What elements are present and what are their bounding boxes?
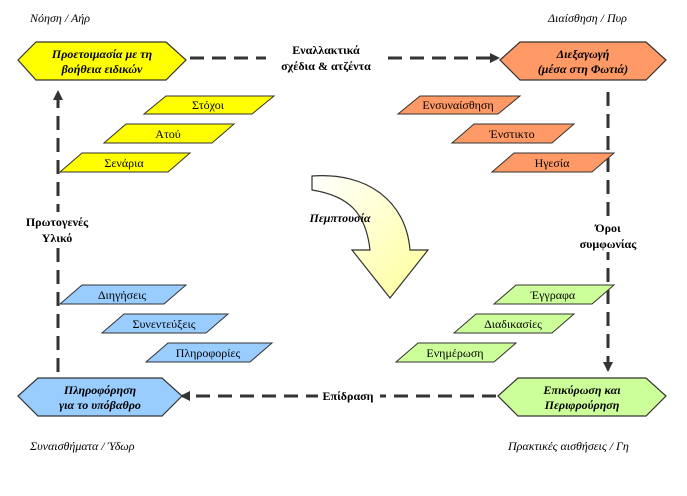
corner-label-top-left: Νόηση / Αήρ: [29, 11, 90, 25]
yellow-item-shape: [58, 152, 192, 173]
hexagon-bottom-left-line2: για το υπόβαθρο: [59, 398, 141, 412]
orange-item-shape: [396, 95, 522, 115]
yellow-item-label: Σενάρια: [104, 156, 144, 170]
hexagon-top-right-line2: (μέσα στη Φωτιά): [538, 62, 628, 76]
orange-item-shape: [450, 123, 576, 144]
yellow-item-shape: [102, 123, 236, 144]
arrow-left-label-line1: Πρωτογενές: [26, 215, 89, 229]
orange-item-shape: [490, 152, 616, 173]
orange-item-label: Ενσυναίσθηση: [422, 98, 493, 112]
green-item-label: Έγγραφα: [530, 288, 576, 302]
corner-label-bottom-left: Συναισθήματα / Ύδωρ: [29, 439, 135, 453]
hexagon-top-right: Διεξαγωγή (μέσα στη Φωτιά): [499, 41, 667, 81]
corner-label-top-right: Διαίσθηση / Πυρ: [547, 11, 627, 25]
hexagon-top-right-shape: [499, 41, 667, 81]
hexagon-bottom-right-line2: Περιφρούρηση: [544, 398, 620, 412]
hexagon-top-left: Προετοιμασία με τη βοήθεια ειδικών: [17, 41, 187, 81]
arrow-left-label-line2: Υλικό: [42, 231, 73, 245]
arrow-top-label-line1: Εναλλακτικά: [292, 43, 360, 57]
arrow-right-label-bg: [572, 218, 646, 252]
corner-label-bottom-right: Πρακτικές αισθήσεις / Γη: [507, 439, 629, 453]
hexagon-top-left-line2: βοήθεια ειδικών: [61, 62, 143, 76]
orange-item-label: Ένστικτο: [488, 127, 534, 141]
green-item-shape: [452, 313, 576, 334]
center-label: Πεμπτουσία: [309, 211, 371, 225]
arrow-bottom-label-bg: [318, 386, 380, 404]
blue-item-label: Συνεντεύξεις: [133, 317, 196, 331]
blue-item-label: Διηγήσεις: [98, 288, 147, 302]
hexagon-bottom-left-shape: [17, 377, 183, 417]
arrow-top-label-line2: σχέδια & ατζέντα: [281, 59, 371, 73]
blue-group: Διηγήσεις Συνεντεύξεις Πληροφορίες: [58, 284, 274, 363]
orange-group: Ενσυναίσθηση Ένστικτο Ηγεσία: [396, 95, 616, 173]
hexagon-bottom-right-shape: [497, 377, 667, 417]
yellow-item-shape: [142, 95, 276, 115]
orange-item-label: Ηγεσία: [535, 156, 571, 170]
hexagon-top-left-line1: Προετοιμασία με τη: [51, 47, 153, 61]
blue-item-shape: [144, 342, 274, 363]
blue-item-shape: [58, 284, 188, 305]
green-item-shape: [394, 342, 518, 363]
hexagon-bottom-right: Επικύρωση και Περιφρούρηση: [497, 377, 667, 417]
green-item-label: Ενημέρωση: [426, 346, 483, 360]
hexagon-bottom-right-line1: Επικύρωση και: [542, 383, 621, 397]
arrow-right-label-line1: Όροι: [594, 221, 621, 235]
green-item-label: Διαδικασίες: [484, 317, 542, 331]
curved-arrow-icon: [311, 175, 430, 299]
blue-item-label: Πληροφορίες: [176, 346, 241, 360]
hexagon-bottom-left-line1: Πληροφόρηση: [63, 383, 137, 397]
hexagon-top-right-line1: Διεξαγωγή: [556, 47, 610, 61]
arrow-right-label-line2: συμφωνίας: [580, 237, 638, 251]
arrow-top-label-bg: [266, 40, 386, 74]
arrow-left-label-bg: [18, 212, 98, 248]
green-item-shape: [492, 284, 616, 305]
arrow-bottom-label-line1: Επίδραση: [323, 389, 374, 403]
yellow-item-label: Ατού: [155, 127, 180, 141]
green-group: Έγγραφα Διαδικασίες Ενημέρωση: [394, 284, 616, 363]
yellow-group: Στόχοι Ατού Σενάρια: [58, 95, 276, 173]
blue-item-shape: [100, 313, 230, 334]
hexagon-bottom-left: Πληροφόρηση για το υπόβαθρο: [17, 377, 183, 417]
yellow-item-label: Στόχοι: [192, 98, 225, 112]
hexagon-top-left-shape: [17, 41, 187, 81]
